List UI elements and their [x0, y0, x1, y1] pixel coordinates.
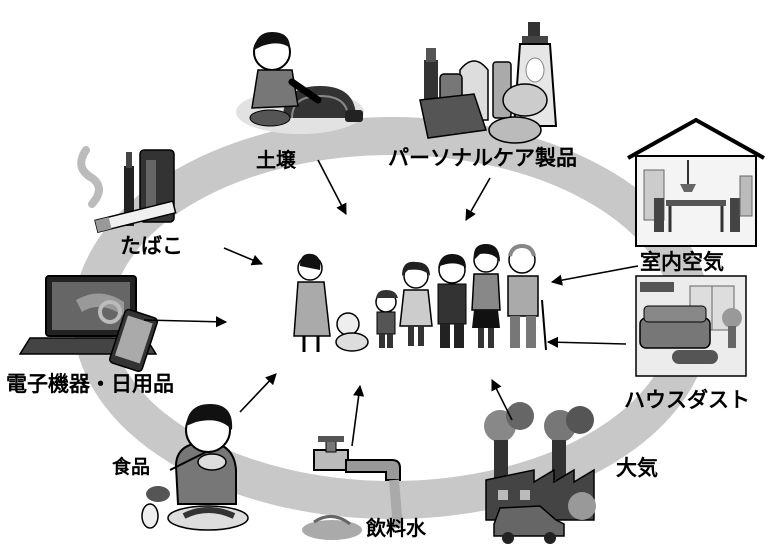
label-electronics: 電子機器・日用品	[6, 372, 174, 396]
label-personal-care: パーソナルケア製品	[388, 146, 577, 170]
arrow-water	[351, 384, 365, 447]
person-eating-icon	[141, 404, 249, 531]
label-indoor-air: 室内空気	[640, 250, 724, 274]
child-playing-soil-icon	[236, 32, 364, 134]
arrow-atmosphere	[491, 378, 513, 421]
arrow-tobacco	[223, 247, 264, 266]
label-tobacco: たばこ	[120, 234, 183, 258]
arrow-electronics	[143, 316, 228, 328]
label-house-dust: ハウスダスト	[624, 388, 750, 412]
sofa-room-icon	[635, 275, 747, 377]
family-group-icon	[293, 243, 547, 352]
water-faucet-icon	[302, 436, 403, 540]
arrow-personal-care	[465, 177, 491, 221]
house-room-icon	[627, 117, 765, 247]
factory-car-icon	[484, 402, 596, 544]
arrow-indoor-air	[550, 265, 639, 286]
label-water: 飲料水	[366, 516, 426, 540]
arrow-house-dust	[546, 336, 627, 348]
cigarette-icon	[77, 146, 177, 234]
exposure-arrows	[143, 159, 639, 447]
laptop-tablet-icon	[18, 275, 159, 372]
arrow-soil	[317, 159, 347, 215]
label-soil: 土壌	[256, 148, 296, 172]
cosmetics-icon	[419, 22, 558, 144]
arrow-food	[239, 373, 277, 413]
label-atmosphere: 大気	[616, 456, 658, 480]
label-food: 食品	[112, 456, 151, 478]
